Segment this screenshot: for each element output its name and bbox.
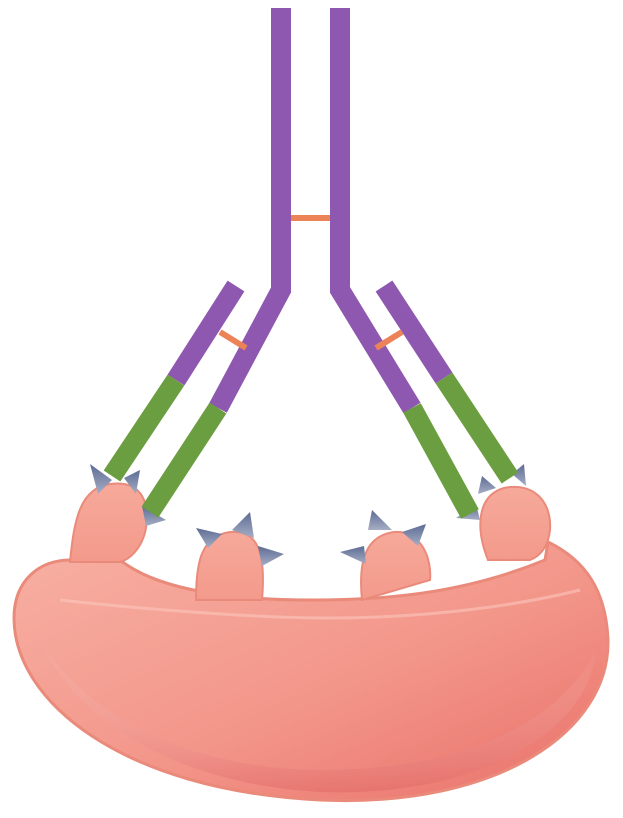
epitope-spike — [258, 546, 284, 566]
epitope-spike — [478, 476, 496, 494]
variable-region-heavy-left — [150, 408, 218, 512]
antigen-protrusion — [361, 532, 430, 600]
disulfide-bond-left — [220, 332, 246, 348]
epitope-spike — [340, 546, 366, 564]
cell — [14, 542, 608, 801]
antigen-protrusion — [480, 487, 550, 560]
heavy-chain-left — [218, 8, 281, 408]
antibody — [112, 8, 510, 514]
epitope-spike — [368, 510, 392, 530]
cell-body — [14, 542, 608, 801]
antigen-protrusion — [70, 483, 147, 562]
variable-region-light-right — [444, 378, 510, 478]
variable-region-heavy-right — [412, 408, 470, 514]
variable-region-light-left — [112, 380, 176, 476]
